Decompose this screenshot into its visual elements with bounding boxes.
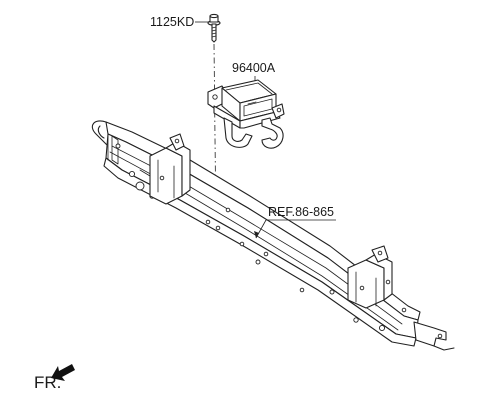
sensor-label: 96400A <box>232 61 276 75</box>
front-direction-indicator: FR. <box>34 364 75 392</box>
reference-callout: REF.86-865 <box>254 205 336 239</box>
bolt-1125kd: 1125KD <box>150 13 221 43</box>
bumper-beam <box>91 120 455 351</box>
assembly-centerline <box>213 43 217 233</box>
sensor-96400a: 96400A <box>207 61 285 149</box>
arrow-icon <box>51 364 75 381</box>
reference-label: REF.86-865 <box>268 205 334 219</box>
bolt-label: 1125KD <box>150 15 194 29</box>
reference-arrowhead <box>254 231 259 238</box>
